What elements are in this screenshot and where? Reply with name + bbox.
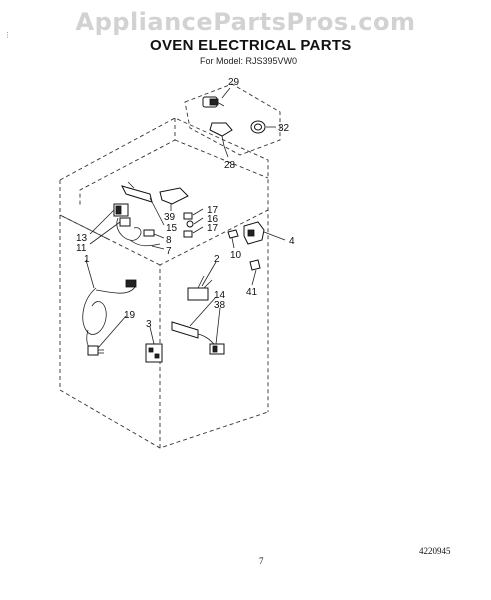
margin-mark: ⋮ xyxy=(4,31,11,39)
callout-13: 13 xyxy=(76,233,88,244)
callout-39: 39 xyxy=(164,212,176,223)
callout-2: 2 xyxy=(214,254,220,265)
part-17-upper xyxy=(183,212,193,220)
part-8-connector xyxy=(143,229,155,237)
callout-19: 19 xyxy=(124,310,136,321)
part-16 xyxy=(186,220,194,228)
part-41-sensor xyxy=(249,259,261,271)
callout-11: 11 xyxy=(76,243,87,254)
callout-8: 8 xyxy=(166,235,172,246)
part-2-element-block xyxy=(187,275,213,301)
part-14-cord xyxy=(171,321,215,345)
part-39-bracket xyxy=(159,187,189,205)
middle-parts xyxy=(171,275,225,355)
part-13-relay xyxy=(113,203,129,217)
document-number: 4220945 xyxy=(419,546,451,556)
lower-left-parts xyxy=(82,279,163,363)
callout-1: 1 xyxy=(84,254,90,265)
cabinet-outline xyxy=(59,117,269,449)
callout-4: 4 xyxy=(289,236,295,247)
part-17-lower xyxy=(183,230,193,238)
part-7-wire xyxy=(129,239,161,247)
part-4-switch xyxy=(243,221,265,245)
right-side-parts xyxy=(227,221,265,271)
callout-7: 7 xyxy=(166,246,172,257)
model-subtitle: For Model: RJS395VW0 xyxy=(200,56,298,66)
callout-41: 41 xyxy=(246,287,258,298)
part-28-socket xyxy=(209,122,233,147)
top-parts-kit xyxy=(184,83,281,156)
part-19-plug xyxy=(87,345,104,356)
callout-32: 32 xyxy=(278,123,290,134)
callout-14: 14 xyxy=(214,290,226,301)
leader-lines xyxy=(85,87,286,349)
small-parts-cluster xyxy=(183,212,194,238)
part-29-plug xyxy=(202,96,225,108)
part-32-ring xyxy=(250,120,266,134)
callout-17-upper: 17 xyxy=(207,205,219,216)
callout-29: 29 xyxy=(228,77,240,88)
callout-28: 28 xyxy=(224,160,236,171)
callout-15: 15 xyxy=(166,223,178,234)
part-38-connector xyxy=(209,343,225,355)
callout-labels: 29 32 28 39 17 16 17 13 11 15 8 7 10 4 2… xyxy=(76,77,295,330)
part-15-switch xyxy=(121,181,153,203)
part-10-clip xyxy=(227,229,239,239)
callout-17-lower: 17 xyxy=(207,223,219,234)
callout-10: 10 xyxy=(230,250,242,261)
callout-3: 3 xyxy=(146,319,152,330)
page-number: 7 xyxy=(259,556,264,566)
callout-38: 38 xyxy=(214,300,226,311)
part-11-harness xyxy=(116,217,142,241)
part-3-terminal-block xyxy=(145,343,163,363)
watermark: AppliancePartsPros.com xyxy=(75,8,416,36)
upper-control-parts xyxy=(113,181,189,247)
page-title: OVEN ELECTRICAL PARTS xyxy=(150,37,352,54)
callout-16: 16 xyxy=(207,214,219,225)
